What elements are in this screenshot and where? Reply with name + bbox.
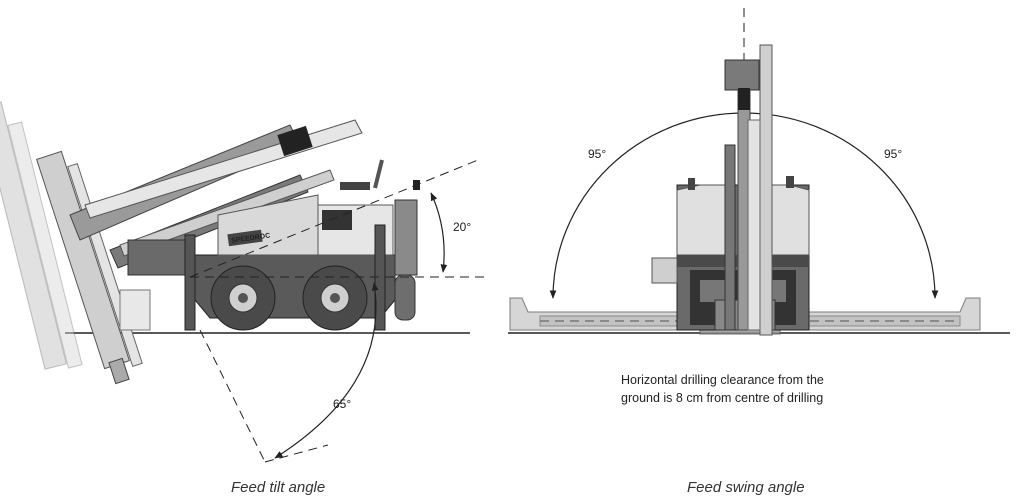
clearance-note-line1: Horizontal drilling clearance from the bbox=[621, 373, 824, 387]
feed-tilt-caption: Feed tilt angle bbox=[231, 479, 325, 496]
swing-angle-left-label: 95° bbox=[588, 147, 606, 161]
mast-vertical bbox=[724, 44, 773, 336]
tilt-angle-lower-label: 65° bbox=[333, 397, 351, 411]
feed-tilt-figure: SPEEDROC 20° bbox=[0, 101, 485, 496]
feed-swing-figure: 95° 95° Horizontal drilling clearance fr… bbox=[508, 8, 1010, 496]
wheel-front bbox=[210, 265, 276, 331]
tilt-arc-lower bbox=[274, 282, 379, 459]
wheel-rear bbox=[302, 265, 368, 331]
clearance-note-line2: ground is 8 cm from centre of drilling bbox=[621, 391, 823, 405]
tilt-arc-upper bbox=[430, 192, 448, 273]
feed-tilted-ghost bbox=[0, 101, 83, 370]
feed-tilted bbox=[36, 150, 151, 385]
swing-angle-right-label: 95° bbox=[884, 147, 902, 161]
tilt-angle-upper-label: 20° bbox=[453, 220, 471, 234]
tilt-reference-lower bbox=[199, 329, 266, 463]
tilt-reference-upper bbox=[189, 159, 479, 278]
feed-swing-caption: Feed swing angle bbox=[687, 479, 805, 496]
tilt-reference-bottom bbox=[264, 444, 329, 463]
